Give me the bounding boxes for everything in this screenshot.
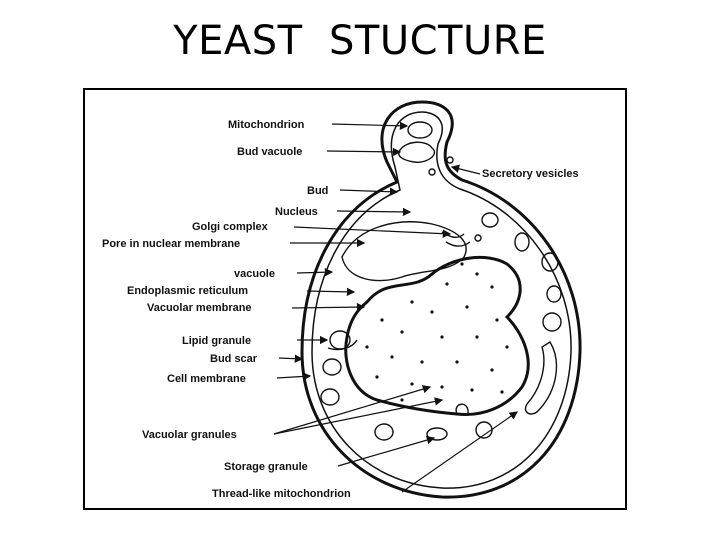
label-pore-in-nuclear-membrane: Pore in nuclear membrane [102,238,240,250]
mitochondrion-left-1 [322,358,342,376]
yeast-cell-diagram: Mitochondrion Bud vacuole Secretory vesi… [102,100,582,500]
yeast-diagram-frame: Mitochondrion Bud vacuole Secretory vesi… [83,88,627,510]
label-vacuole: vacuole [234,268,275,280]
bud-mitochondrion [407,121,433,139]
vacuole [344,255,530,417]
bud-scar-notch [327,339,358,351]
label-cell-membrane: Cell membrane [167,373,246,385]
slide-title: YEAST STUCTURE [173,18,547,64]
label-storage-granule: Storage granule [224,461,308,473]
label-endoplasmic-reticulum: Endoplasmic reticulum [127,285,248,297]
label-mitochondrion: Mitochondrion [228,119,305,131]
nucleus [341,221,471,282]
secretory-vesicles [474,212,530,252]
mitochondrion-left-2 [320,388,340,406]
label-secretory-vesicles: Secretory vesicles [482,168,579,180]
label-nucleus: Nucleus [275,206,318,218]
label-bud-scar: Bud scar [210,353,258,365]
labels: Mitochondrion Bud vacuole Secretory vesi… [102,119,579,500]
cell-wall [300,100,582,499]
thread-mitochondrion-right [524,341,558,415]
storage-granule [426,427,448,441]
peripheral-organelles [320,252,562,441]
leader-lines [273,121,518,493]
label-vacuolar-granules: Vacuolar granules [142,429,237,441]
bud-vacuole [398,141,436,163]
label-golgi-complex: Golgi complex [192,221,269,233]
label-bud: Bud [307,185,328,197]
label-bud-vacuole: Bud vacuole [237,146,302,158]
label-lipid-granule: Lipid granule [182,335,251,347]
label-thread-like-mitochondrion: Thread-like mitochondrion [212,488,351,500]
label-vacuolar-membrane: Vacuolar membrane [147,302,252,314]
mitochondrion-bottom [374,423,394,441]
